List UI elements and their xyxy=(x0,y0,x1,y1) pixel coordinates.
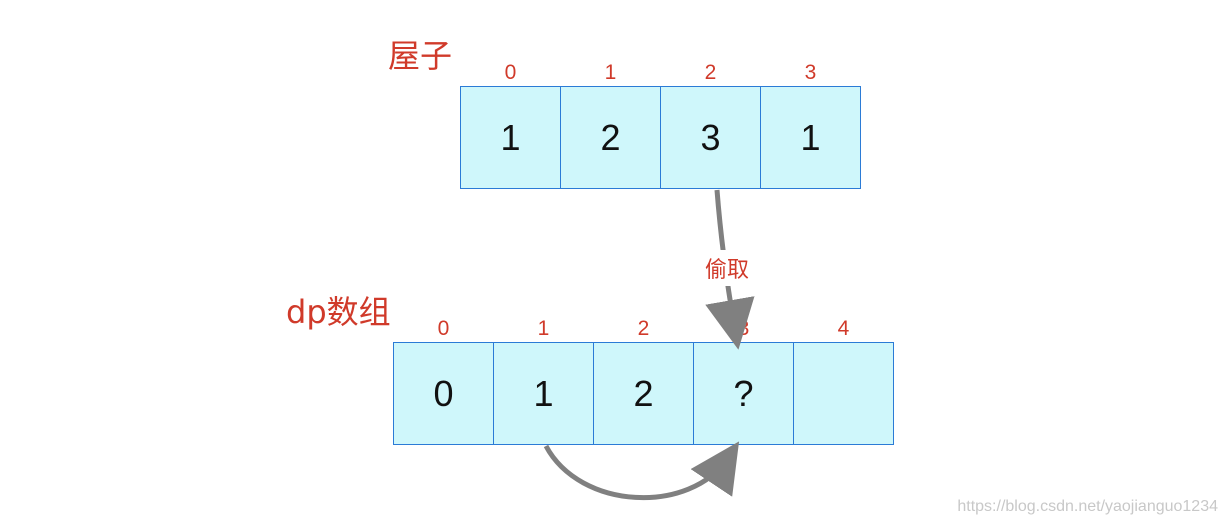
dp-value: 2 xyxy=(633,372,654,414)
houses-value: 2 xyxy=(600,116,621,158)
dp-index: 1 xyxy=(537,317,550,340)
houses-label: 屋子 xyxy=(388,37,453,75)
dp-index: 2 xyxy=(637,317,650,340)
dp-value: 1 xyxy=(533,372,554,414)
dp-index: 0 xyxy=(437,317,450,340)
dp-index: 4 xyxy=(837,317,850,340)
transition-arrow xyxy=(543,441,740,500)
steal-label: 偷取 xyxy=(703,250,752,286)
houses-value: 3 xyxy=(700,116,721,158)
dp-value: 0 xyxy=(433,372,454,414)
dp-cell: 4 xyxy=(793,317,894,445)
houses-value: 1 xyxy=(500,116,521,158)
dp-label: dp数组 xyxy=(286,293,391,331)
houses-array: 0 1 1 2 2 3 3 1 xyxy=(460,61,861,189)
dp-cell: 0 0 xyxy=(393,317,494,445)
dp-array: 0 0 1 1 2 2 3 ? 4 xyxy=(393,317,894,445)
houses-value: 1 xyxy=(800,116,821,158)
houses-cell: 3 1 xyxy=(760,61,861,189)
dp-cell: 1 1 xyxy=(493,317,594,445)
dp-cell: 2 2 xyxy=(593,317,694,445)
dp-cell: 3 ? xyxy=(693,317,794,445)
houses-cell: 2 3 xyxy=(660,61,761,189)
houses-index: 1 xyxy=(604,61,617,84)
houses-index: 2 xyxy=(704,61,717,84)
houses-index: 0 xyxy=(504,61,517,84)
dp-value: ? xyxy=(733,372,754,414)
houses-cell: 0 1 xyxy=(460,61,561,189)
watermark: https://blog.csdn.net/yaojianguo1234 xyxy=(957,498,1218,515)
houses-cell: 1 2 xyxy=(560,61,661,189)
houses-index: 3 xyxy=(804,61,817,84)
